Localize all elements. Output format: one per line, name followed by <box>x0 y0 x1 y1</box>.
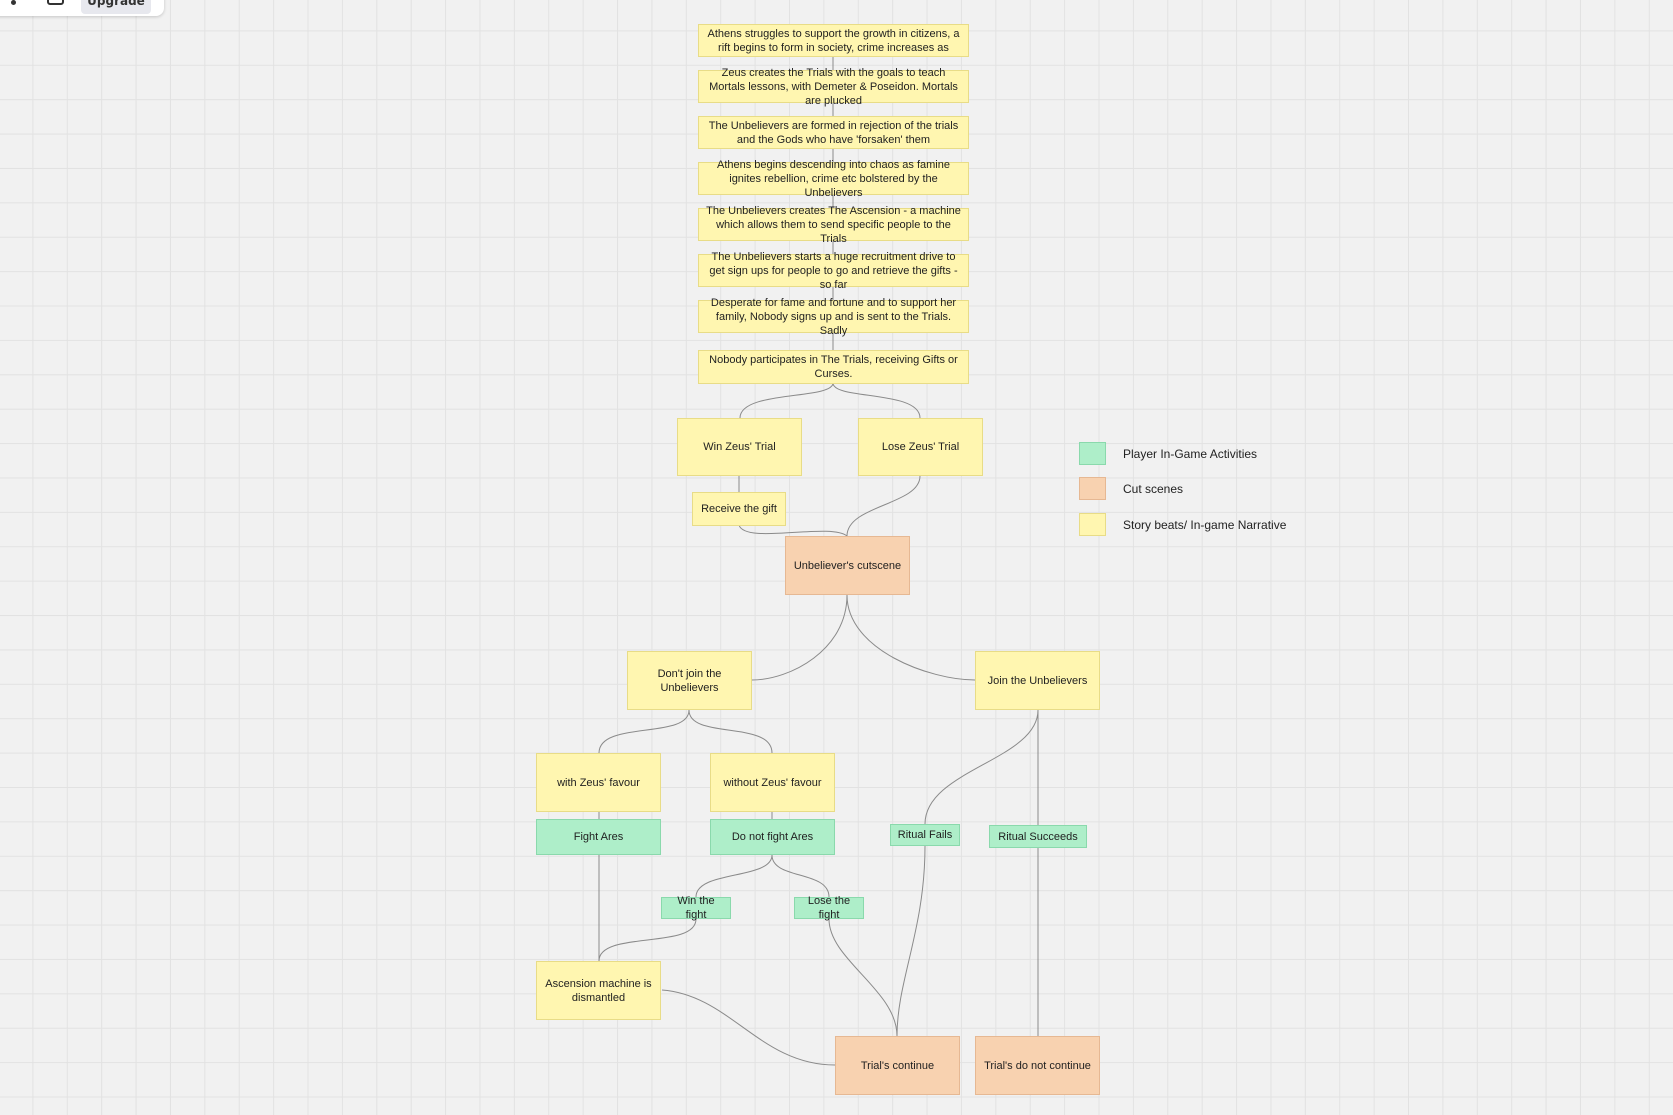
connector <box>661 989 836 1066</box>
legend-swatch-activities <box>1079 442 1106 465</box>
join-unbelievers-node[interactable]: Join the Unbelievers <box>975 651 1100 710</box>
win-the-fight-node[interactable]: Win the fight <box>661 895 731 921</box>
ritual-fails-node[interactable]: Ritual Fails <box>890 824 960 846</box>
story-beat-2[interactable]: Zeus creates the Trials with the goals t… <box>698 67 969 107</box>
trials-do-not-continue-node[interactable]: Trial's do not continue <box>975 1036 1100 1095</box>
connector <box>598 918 697 962</box>
win-zeus-trial-node[interactable]: Win Zeus' Trial <box>677 418 802 476</box>
connector <box>771 854 830 898</box>
connector <box>695 854 773 898</box>
story-beat-8[interactable]: Nobody participates in The Trials, recei… <box>698 350 969 384</box>
connector <box>846 594 976 681</box>
story-beat-6[interactable]: The Unbelievers starts a huge recruitmen… <box>698 251 969 291</box>
connector <box>751 594 848 681</box>
with-zeus-favour-node[interactable]: with Zeus' favour <box>536 753 661 812</box>
ritual-succeeds-node[interactable]: Ritual Succeeds <box>989 825 1087 848</box>
frame-icon[interactable] <box>47 0 64 5</box>
without-zeus-favour-node[interactable]: without Zeus' favour <box>710 753 835 812</box>
trials-continue-node[interactable]: Trial's continue <box>835 1036 960 1095</box>
connector <box>832 382 921 419</box>
board-toolbar: Upgrade <box>0 0 164 16</box>
legend-label-cutscenes: Cut scenes <box>1123 482 1184 496</box>
story-beat-3[interactable]: The Unbelievers are formed in rejection … <box>698 116 969 149</box>
story-beat-4[interactable]: Athens begins descending into chaos as f… <box>698 159 969 199</box>
connector <box>598 709 690 754</box>
dont-join-unbelievers-node[interactable]: Don't join the Unbelievers <box>627 651 752 710</box>
fight-ares-node[interactable]: Fight Ares <box>536 819 661 855</box>
story-beat-5[interactable]: The Unbelievers creates The Ascension - … <box>698 205 969 245</box>
upgrade-button[interactable]: Upgrade <box>81 0 151 14</box>
lose-zeus-trial-node[interactable]: Lose Zeus' Trial <box>858 418 983 476</box>
connector <box>738 524 848 537</box>
connector <box>688 709 773 754</box>
legend-label-activities: Player In-Game Activities <box>1123 447 1258 461</box>
connector <box>846 475 921 537</box>
story-beat-1[interactable]: Athens struggles to support the growth i… <box>698 24 969 57</box>
connector <box>924 709 1039 825</box>
ascension-dismantled-node[interactable]: Ascension machine is dismantled <box>536 961 661 1020</box>
story-beat-7[interactable]: Desperate for fame and fortune and to su… <box>698 297 969 337</box>
legend-swatch-story <box>1079 513 1106 536</box>
receive-gift-node[interactable]: Receive the gift <box>692 492 786 526</box>
connector <box>828 918 898 1037</box>
menu-icon[interactable] <box>11 0 16 5</box>
legend-label-story: Story beats/ In-game Narrative <box>1123 518 1287 532</box>
connector <box>896 845 926 1037</box>
connector <box>739 382 834 419</box>
legend-swatch-cutscenes <box>1079 477 1106 500</box>
unbeliever-cutscene-node[interactable]: Unbeliever's cutscene <box>785 536 910 595</box>
do-not-fight-ares-node[interactable]: Do not fight Ares <box>710 819 835 855</box>
lose-the-fight-node[interactable]: Lose the fight <box>794 895 864 921</box>
